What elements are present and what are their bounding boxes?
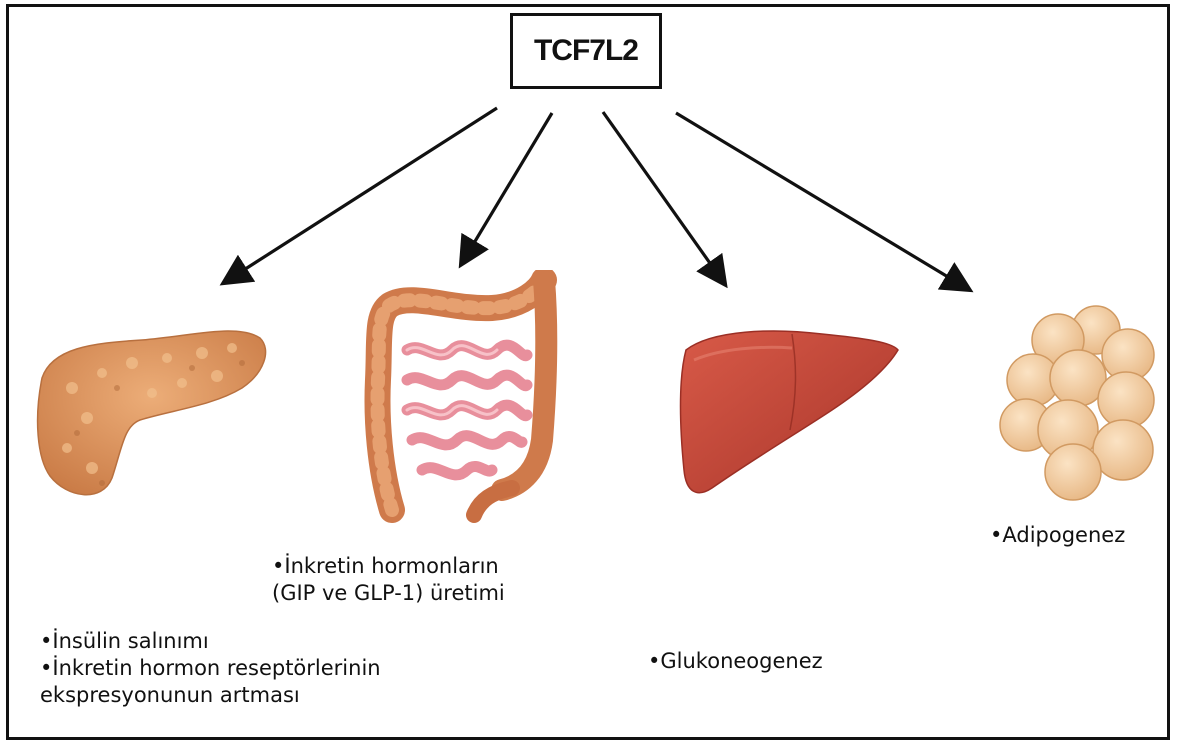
liver-label: •Glukoneogenez [648, 648, 823, 675]
arrow-to-pancreas [225, 108, 497, 282]
pancreas-label: •İnsülin salınımı •İnkretin hormon resep… [40, 628, 381, 709]
arrow-to-intestine [462, 113, 552, 263]
intestine-icon [362, 270, 558, 532]
adipose-icon [998, 300, 1164, 506]
liver-icon [672, 320, 900, 500]
intestine-label-line: (GIP ve GLP-1) üretimi [272, 580, 505, 607]
intestine-label: •İnkretin hormonların (GIP ve GLP-1) üre… [272, 553, 505, 607]
adipose-label: •Adipogenez [990, 522, 1125, 549]
root-node: TCF7L2 [510, 13, 662, 89]
root-label: TCF7L2 [534, 34, 638, 68]
arrow-to-adipose [676, 113, 968, 289]
pancreas-label-line: ekspresyonunun artması [40, 682, 381, 709]
pancreas-label-line: •İnkretin hormon reseptörlerinin [40, 655, 381, 682]
arrow-to-liver [603, 112, 724, 283]
liver-label-line: •Glukoneogenez [648, 648, 823, 675]
intestine-label-line: •İnkretin hormonların [272, 553, 505, 580]
pancreas-icon [32, 318, 272, 508]
adipose-label-line: •Adipogenez [990, 522, 1125, 549]
pancreas-label-line: •İnsülin salınımı [40, 628, 381, 655]
